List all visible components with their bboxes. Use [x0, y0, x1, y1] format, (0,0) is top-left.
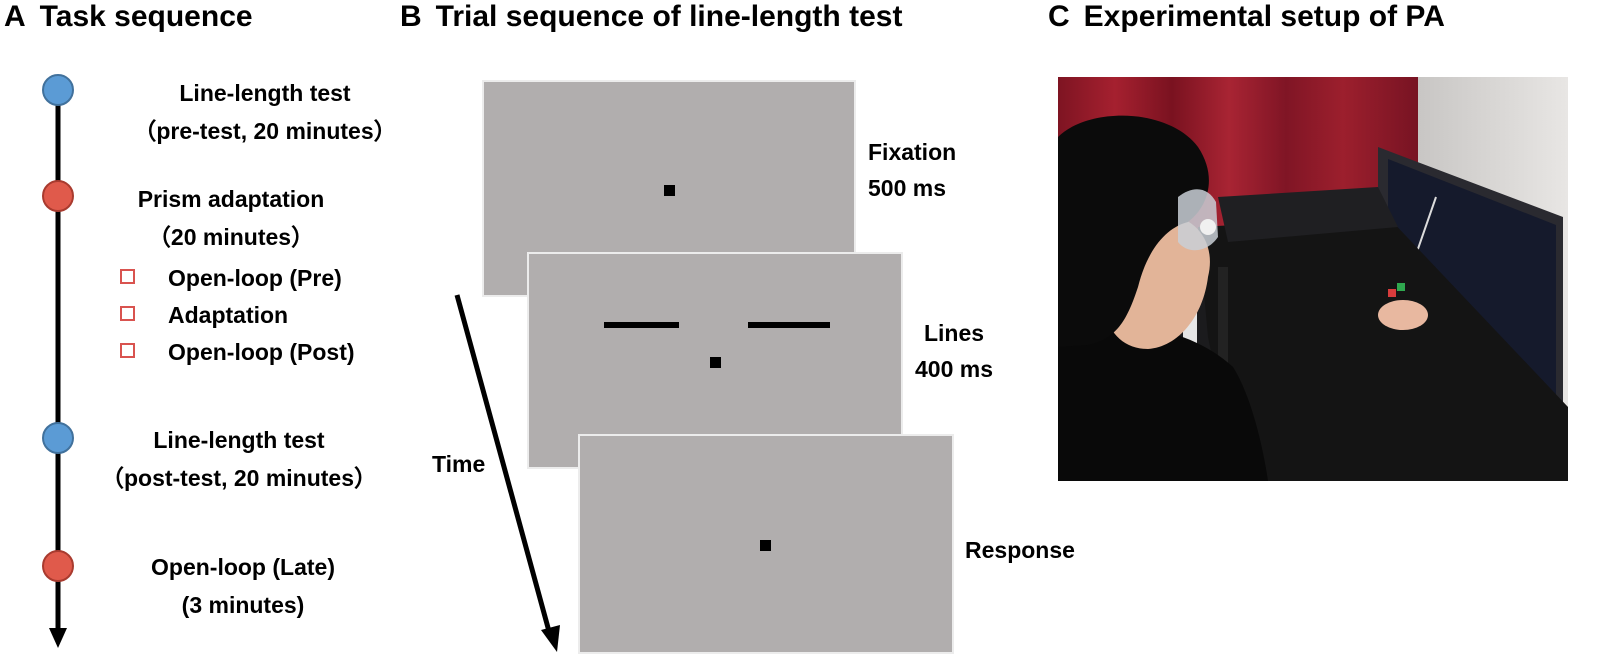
panel-c-letter: C: [1048, 0, 1070, 33]
lines-screen: [527, 252, 903, 469]
timeline-axis: [42, 74, 74, 648]
setup-photo: [1058, 77, 1568, 481]
black-table: [1198, 217, 1568, 481]
panel-a-letter: A: [4, 0, 26, 33]
timeline-node-2: [42, 180, 74, 212]
lines-label: Lines 400 ms: [908, 315, 1000, 387]
time-arrowhead: [541, 625, 560, 652]
fixation-dot: [710, 357, 721, 368]
panel-a-title-text: Task sequence: [39, 0, 253, 33]
timeline-step-3: Line-length test （post-test, 20 minutes）: [74, 421, 404, 497]
goggle-lens: [1200, 219, 1216, 235]
panel-b-title: B Trial sequence of line-length test: [400, 0, 902, 34]
timeline-node-4: [42, 550, 74, 582]
timeline-step-4-title: Open-loop (Late): [151, 554, 335, 580]
timeline-step-3-detail: （post-test, 20 minutes）: [100, 465, 378, 491]
timeline-arrowhead: [49, 628, 67, 648]
substep-square-icon: [120, 343, 135, 358]
timeline-step-4-detail: (3 minutes): [181, 592, 305, 618]
person-hair: [1058, 115, 1209, 347]
substep-open-loop-pre: Open-loop (Pre): [168, 265, 342, 291]
lines-label-duration: 400 ms: [914, 356, 993, 382]
substep-square-icon: [120, 269, 135, 284]
red-marker: [1388, 289, 1396, 297]
substep-open-loop-post: Open-loop (Post): [168, 339, 355, 365]
hand: [1378, 300, 1428, 330]
time-arrow-shaft: [454, 294, 553, 636]
timeline-step-1-detail: （pre-test, 20 minutes）: [133, 118, 397, 144]
time-label: Time: [432, 451, 486, 477]
visual-occluder: [1218, 187, 1398, 242]
left-line-stimulus: [604, 322, 679, 328]
fixation-dot: [760, 540, 771, 551]
timeline-step-2-detail: （20 minutes）: [147, 224, 315, 250]
timeline-step-3-title: Line-length test: [153, 427, 325, 453]
timeline-node-3: [42, 422, 74, 454]
response-label: Response: [965, 537, 1075, 563]
response-screen: [578, 434, 954, 654]
right-line-stimulus: [748, 322, 830, 328]
panel-a-title: A Task sequence: [4, 0, 253, 34]
green-marker: [1397, 283, 1405, 291]
person-body: [1058, 326, 1268, 481]
lines-label-name: Lines: [923, 320, 985, 346]
fixation-dot: [664, 185, 675, 196]
timeline-step-1: Line-length test （pre-test, 20 minutes）: [100, 74, 430, 150]
substep-adaptation: Adaptation: [168, 302, 289, 328]
timeline-step-2: Prism adaptation （20 minutes）: [66, 180, 396, 256]
chin-rest-stand: [1218, 267, 1228, 387]
fixation-label-name: Fixation: [868, 139, 957, 165]
substep-square-icon: [120, 306, 135, 321]
fixation-label-duration: 500 ms: [868, 175, 947, 201]
timeline-step-2-title: Prism adaptation: [137, 186, 325, 212]
panel-c-title-text: Experimental setup of PA: [1083, 0, 1445, 33]
timeline-step-4: Open-loop (Late) (3 minutes): [78, 548, 408, 624]
fixation-label: Fixation 500 ms: [868, 134, 956, 206]
timeline-node-1: [42, 74, 74, 106]
panel-b-title-text: Trial sequence of line-length test: [435, 0, 903, 33]
timeline-step-1-title: Line-length test: [179, 80, 351, 106]
prism-goggles: [1178, 189, 1218, 251]
panel-c-title: C Experimental setup of PA: [1048, 0, 1445, 34]
panel-b-letter: B: [400, 0, 422, 33]
time-arrow: [454, 294, 560, 652]
